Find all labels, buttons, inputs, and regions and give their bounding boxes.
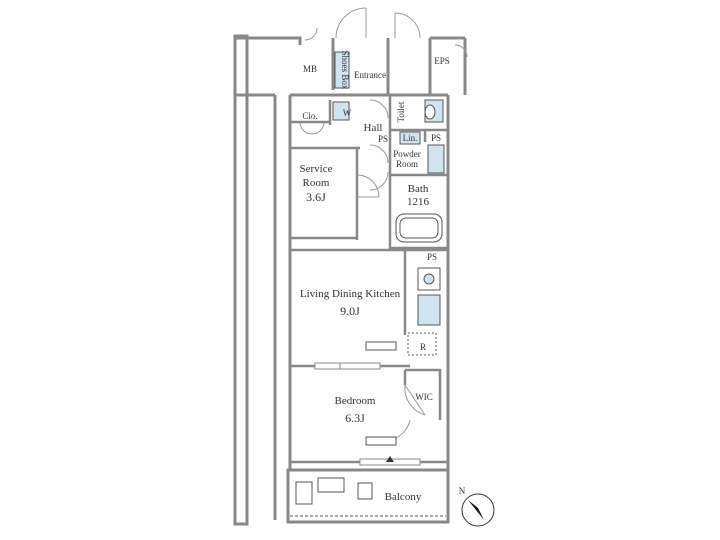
- powder-door: [369, 144, 389, 164]
- closet-door-left: [299, 121, 313, 135]
- hall-label: Hall: [364, 122, 383, 134]
- left-corridor-wall: [233, 34, 249, 526]
- ps-top-label: PS: [431, 133, 441, 143]
- toilet-door: [369, 99, 389, 119]
- toilet-label: Toilet: [396, 101, 406, 122]
- doors: [299, 7, 468, 441]
- wic-wall: [405, 368, 442, 420]
- fridge-space: [407, 332, 437, 356]
- balcony-outline: [286, 468, 450, 524]
- service-room-label-line1: Service: [300, 163, 333, 175]
- wic-door-leaf: [404, 384, 426, 416]
- outdoor-unit-b: [357, 482, 373, 500]
- compass: N: [459, 486, 495, 527]
- service-room-label-line2: Room: [303, 177, 330, 189]
- ps-hall-label: PS: [378, 134, 388, 144]
- bath-label: Bath: [408, 183, 429, 195]
- compass-north-label: N: [459, 486, 466, 496]
- fixtures: [290, 51, 446, 517]
- compass-ring: [461, 493, 495, 527]
- mb-label: MB: [303, 64, 317, 74]
- bedroom-size: 6.3J: [345, 411, 365, 425]
- ldk-bedroom-sliding-door-b: [339, 362, 381, 370]
- kitchen-sink: [417, 294, 441, 326]
- washbasin: [427, 144, 445, 174]
- ldk-label: Living Dining Kitchen: [300, 288, 401, 300]
- balcony-storage: [295, 481, 313, 505]
- top-left-wall: [235, 36, 302, 45]
- washer-space: [332, 101, 350, 121]
- fridge-label: R: [420, 342, 426, 352]
- shoes-box-label: Shoes Box: [340, 51, 350, 90]
- washer-label: W: [343, 108, 352, 118]
- linen-label: Lin.: [403, 133, 418, 143]
- powder-room-label-line1: Powder: [393, 149, 421, 159]
- ps-kitchen-label: PS: [427, 252, 437, 262]
- eps-label: EPS: [434, 56, 450, 66]
- shoes-box: [334, 51, 350, 89]
- toilet-bowl: [424, 104, 436, 120]
- wic-label: WIC: [415, 392, 433, 402]
- mb-wall: [233, 38, 275, 97]
- mb-door: [304, 27, 318, 41]
- closet-door-right: [311, 121, 325, 135]
- bedroom-label: Bedroom: [335, 395, 376, 407]
- outdoor-unit-a: [317, 477, 345, 493]
- burner: [423, 273, 435, 285]
- compass-needle-icon: [468, 500, 484, 520]
- balcony-label: Balcony: [385, 491, 422, 503]
- closet-label: Clo.: [302, 111, 317, 121]
- eps-door: [454, 44, 468, 58]
- powder-room-label-line2: Room: [396, 159, 418, 169]
- entrance-label: Entrance: [354, 70, 386, 80]
- wic-door: [404, 384, 426, 416]
- entrance-door-left: [335, 7, 367, 39]
- outer-walls: [233, 34, 467, 526]
- entrance-door-right: [394, 12, 421, 39]
- bedroom-ac-unit: [365, 436, 397, 446]
- ldk-ac-unit: [365, 341, 397, 351]
- bathtub-inner: [399, 217, 439, 239]
- service-room-size: 3.6J: [306, 190, 326, 204]
- labels: MB Shoes Box Entrance EPS Clo. W Hall To…: [300, 51, 450, 503]
- bath-size: 1216: [407, 196, 430, 208]
- service-room-door: [356, 174, 380, 198]
- linen-shelf: [399, 131, 421, 145]
- bath-door: [369, 171, 389, 191]
- window-marker: [386, 456, 394, 462]
- ldk-size: 9.0J: [340, 304, 360, 318]
